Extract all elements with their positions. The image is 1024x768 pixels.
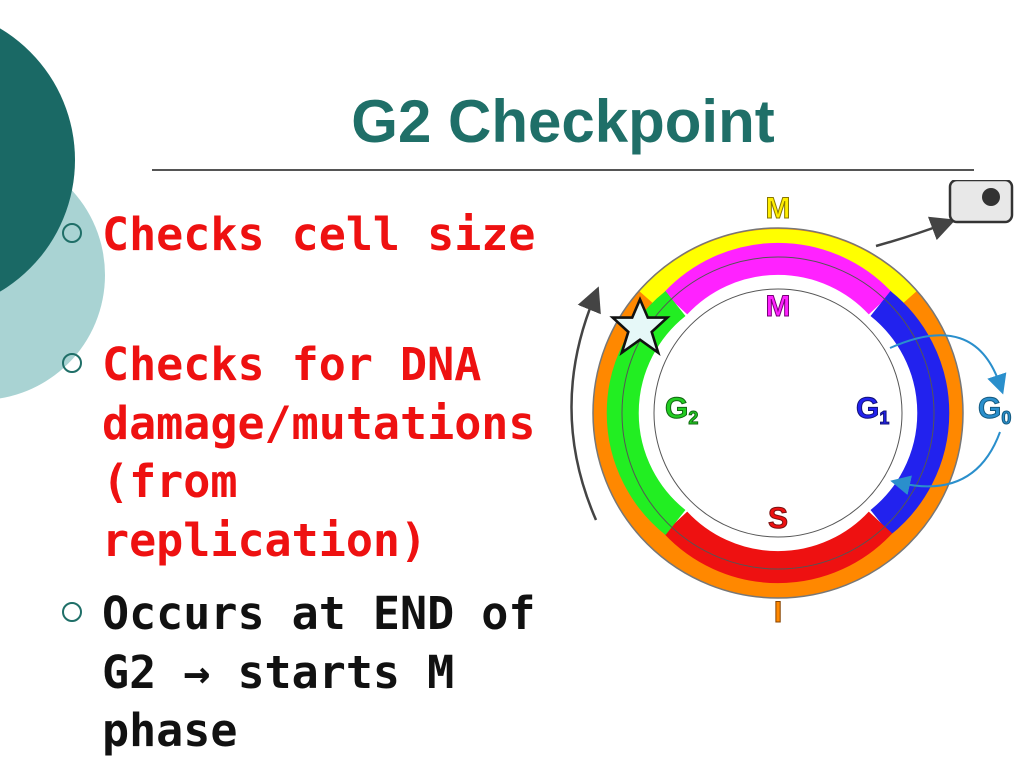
cell-cycle-diagram: M M G2 G1 S I G0 (570, 180, 1014, 630)
inner-ring-s (663, 511, 893, 584)
s-label: S (768, 502, 788, 535)
bullet-marker-icon (62, 602, 82, 622)
decorative-circles (0, 28, 105, 399)
g0-label-sub: 0 (1001, 408, 1011, 428)
g0-label: G0 (978, 392, 1011, 428)
inner-ring-inner-edge (653, 288, 903, 538)
bullet-marker-icon (62, 353, 82, 373)
inner-ring-m (663, 242, 893, 315)
bullet-item: Checks cell size (58, 206, 538, 323)
dividing-cell-icon (948, 180, 1014, 224)
g0-exit-arrow-icon (889, 334, 1007, 395)
g2-label: G2 (665, 392, 698, 428)
cycle-direction-arrow-icon (570, 286, 601, 521)
g0-label-main: G (978, 392, 1001, 425)
bullet-list: Checks cell size Checks for DNA damage/m… (58, 206, 538, 761)
bullet-text: Checks cell size (102, 208, 536, 261)
title-divider (152, 169, 974, 171)
bullet-text: Occurs at END of G2 → starts M phase (102, 587, 536, 757)
bullet-item: Occurs at END of G2 → starts M phase (58, 585, 538, 761)
division-arrow-icon (875, 216, 956, 248)
inner-ring-outer-edge (621, 256, 935, 570)
bullet-item: Checks for DNA damage/mutations (from re… (58, 336, 538, 570)
bullet-marker-icon (62, 223, 82, 243)
slide-title: G2 Checkpoint (351, 88, 775, 155)
outer-ring-edge (592, 227, 964, 599)
g0-return-arrow-icon (890, 431, 1001, 495)
g2-label-main: G (665, 392, 688, 425)
inner-ring-g1 (870, 290, 950, 536)
g2-label-sub: 2 (688, 408, 698, 428)
deco-dark-circle (0, 28, 75, 292)
checkpoint-star-icon (609, 296, 671, 357)
outer-top-label: M (766, 192, 791, 225)
g1-label: G1 (856, 392, 889, 428)
outer-bottom-label: I (774, 596, 782, 629)
bullet-text: Checks for DNA damage/mutations (from re… (102, 338, 536, 567)
inner-top-label: M (766, 290, 791, 323)
g1-label-sub: 1 (879, 408, 889, 428)
g1-label-main: G (856, 392, 879, 425)
